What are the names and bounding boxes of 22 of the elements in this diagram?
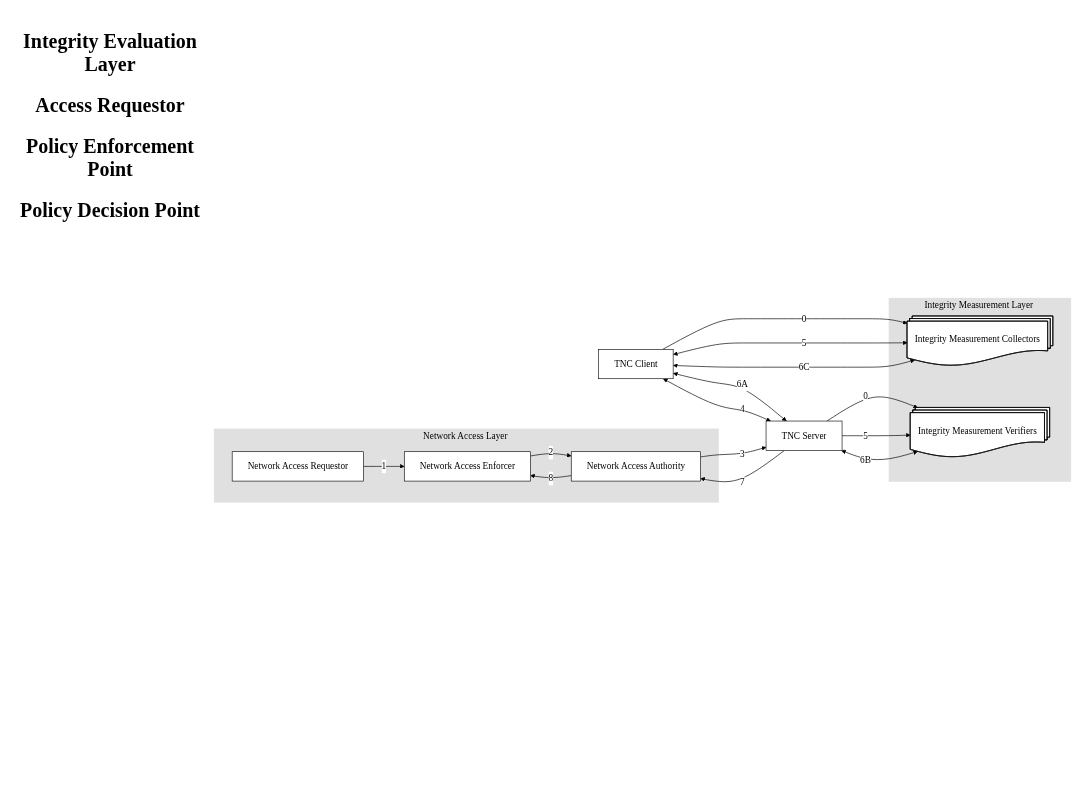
edge-label: 1	[381, 461, 387, 472]
edge-label: 6B	[860, 454, 871, 466]
row-heading: Access Requestor	[34, 94, 186, 117]
edge-label: 8	[548, 473, 554, 484]
node-box: TNC Server	[765, 421, 843, 452]
edge-label: 0	[863, 391, 868, 402]
node-box: Network Access Requestor	[231, 451, 364, 482]
edge-label: 6A	[736, 379, 748, 390]
edge-label: 6C	[798, 362, 810, 373]
node-box: Network Access Authority	[570, 451, 701, 482]
edge-label: 5	[801, 337, 807, 349]
node-box: Network Access Enforcer	[404, 451, 531, 482]
edge-label: 2	[548, 447, 554, 458]
edge-label: 4	[740, 403, 745, 414]
row-heading: Integrity Evaluation Layer	[22, 30, 198, 76]
edge-label: 7	[740, 476, 745, 488]
row-heading: Policy Enforcement Point	[25, 135, 195, 181]
edge-label: 5	[863, 430, 868, 441]
edge-label: 0	[801, 313, 807, 324]
row-heading: Policy Decision Point	[19, 199, 201, 222]
edge-label: 3	[740, 449, 745, 460]
node-box: TNC Client	[598, 349, 674, 380]
